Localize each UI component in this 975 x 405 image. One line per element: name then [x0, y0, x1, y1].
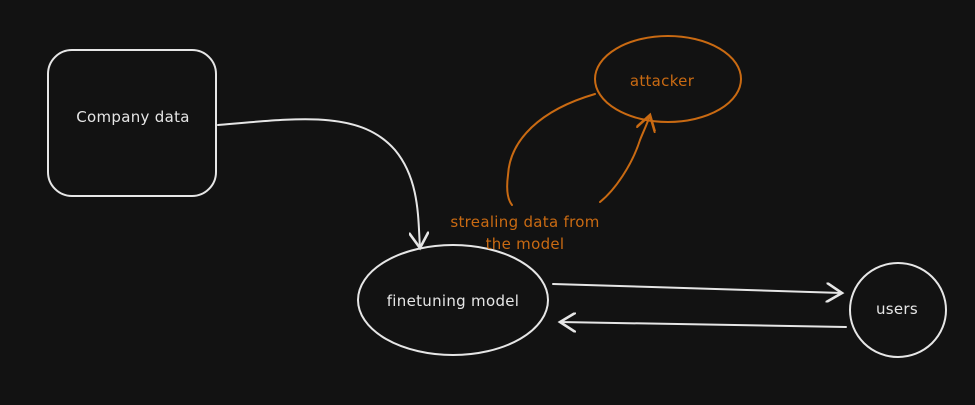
edge-attack-arrow — [599, 115, 650, 203]
attacker-node — [594, 35, 742, 123]
edge-model-to-users — [552, 284, 842, 293]
company-data-label: Company data — [76, 108, 190, 126]
edge-company-to-model — [217, 118, 420, 248]
finetuning-model-node — [357, 244, 549, 356]
attack-edge-label-line1: strealing data from — [450, 213, 600, 231]
attacker-label: attacker — [629, 72, 695, 90]
attack-edge-label: strealing data from the model — [450, 211, 599, 255]
users-node — [849, 262, 947, 358]
company-data-node — [47, 49, 217, 197]
users-label: users — [875, 300, 919, 318]
finetuning-model-label: finetuning model — [386, 292, 520, 310]
edge-attack-curve — [506, 93, 596, 206]
attack-edge-label-line2: the model — [485, 235, 565, 253]
edge-users-to-model — [560, 322, 847, 327]
